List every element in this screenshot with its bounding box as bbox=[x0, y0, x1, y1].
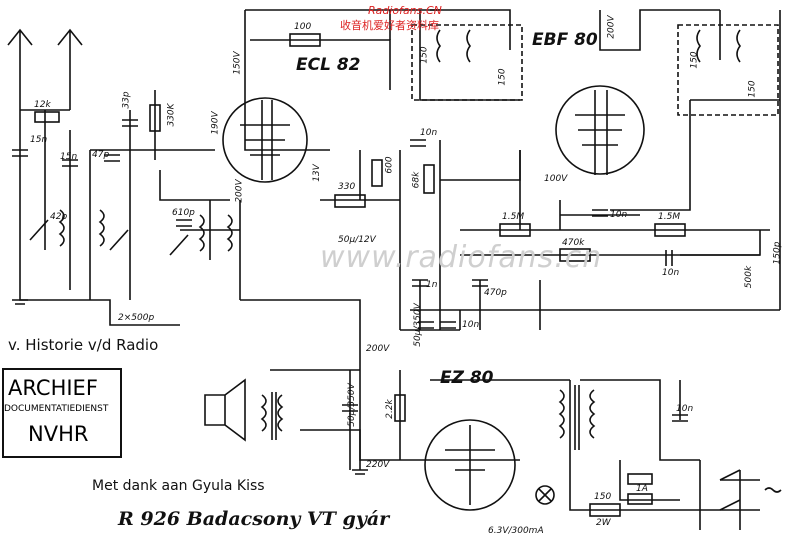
c15n-a-label: 15n bbox=[30, 135, 48, 145]
watermark-site-name: Radiofans.CN bbox=[368, 4, 442, 17]
archive-stamp: ARCHIEF DOCUMENTATIEDIENST NVHR bbox=[2, 368, 122, 458]
capacitors bbox=[12, 119, 688, 422]
tuning-coils bbox=[29, 29, 741, 256]
power-section bbox=[535, 469, 782, 511]
r150-watt-label: 2W bbox=[596, 518, 611, 528]
r600-label: 600 bbox=[384, 156, 395, 174]
tube-ecl82 bbox=[222, 97, 308, 183]
c610p-label: 610p bbox=[172, 208, 195, 218]
r470k-label: 470k bbox=[562, 238, 585, 248]
pilot-lamp-rating: 6.3V/300mA bbox=[488, 526, 544, 536]
voltage-200v-a: 200V bbox=[234, 179, 245, 203]
voltage-100v: 100V bbox=[544, 174, 568, 184]
voltage-150v: 150V bbox=[232, 51, 243, 75]
c10n-d-label: 10n bbox=[462, 320, 480, 330]
c10n-a-label: 10n bbox=[420, 128, 438, 138]
c47p-label: 47p bbox=[92, 150, 110, 160]
c50u12-label: 50µ/12V bbox=[338, 235, 376, 245]
antenna-symbols bbox=[7, 28, 83, 111]
fuse-label: 1A bbox=[636, 484, 648, 494]
ground-symbols bbox=[12, 299, 368, 475]
c50u350b-label: 50µ/350V bbox=[412, 303, 423, 347]
thanks-note: Met dank aan Gyula Kiss bbox=[92, 478, 265, 494]
voltage-220v: 220V bbox=[366, 460, 390, 470]
tube-ebf80 bbox=[555, 85, 645, 175]
c470p-label: 470p bbox=[484, 288, 507, 298]
if-transformer-shields bbox=[411, 24, 779, 116]
c150-c-label: 150 bbox=[689, 51, 700, 69]
p500k-label: 500k bbox=[744, 265, 755, 289]
r100-label: 100 bbox=[294, 22, 312, 32]
tube-ez80 bbox=[424, 419, 516, 511]
c42p-label: 42p bbox=[50, 212, 68, 222]
speaker-and-output-transformer bbox=[204, 378, 284, 442]
resistors bbox=[34, 33, 686, 517]
voltage-200v-c: 200V bbox=[366, 344, 390, 354]
r150-label: 150 bbox=[594, 492, 612, 502]
mains-transformer bbox=[558, 385, 596, 450]
c50u350a-label: 50µ/350V bbox=[346, 383, 357, 427]
r330k-label: 330K bbox=[166, 103, 177, 127]
voltage-13v: 13V bbox=[311, 164, 322, 182]
stamp-line-3: NVHR bbox=[28, 422, 89, 446]
r68k-label: 68k bbox=[411, 171, 422, 189]
r22k-label: 2.2k bbox=[384, 399, 395, 419]
c150-b-label: 150 bbox=[497, 68, 508, 86]
c1n-label: 1n bbox=[426, 280, 438, 290]
r15m-a-label: 1.5M bbox=[502, 212, 525, 222]
watermark-site-subtitle: 收音机爱好者资料库 bbox=[340, 19, 439, 32]
r15m-b-label: 1.5M bbox=[658, 212, 681, 222]
r12k-label: 12k bbox=[34, 100, 51, 110]
stamp-line-1: ARCHIEF bbox=[8, 376, 98, 400]
c150p-label: 150p bbox=[772, 241, 783, 265]
c33p-label: 33p bbox=[121, 91, 132, 109]
c15n-b-label: 15n bbox=[60, 152, 78, 162]
ez80-label: EZ 80 bbox=[440, 368, 494, 388]
c150-a-label: 150 bbox=[419, 46, 430, 64]
ebf80-label: EBF 80 bbox=[532, 30, 598, 50]
c10n-b-label: 10n bbox=[610, 210, 628, 220]
stamp-line-2: DOCUMENTATIEDIENST bbox=[4, 404, 109, 414]
c150-d-label: 150 bbox=[747, 80, 758, 98]
watermark-url: www.radiofans.cn bbox=[320, 240, 603, 275]
voltage-200v-b: 200V bbox=[606, 15, 617, 39]
c2x500p-label: 2×500p bbox=[118, 313, 155, 323]
voltage-190v: 190V bbox=[210, 111, 221, 135]
r330-label: 330 bbox=[338, 182, 356, 192]
c10n-e-label: 10n bbox=[676, 404, 694, 414]
history-note: v. Historie v/d Radio bbox=[8, 336, 159, 354]
ecl82-label: ECL 82 bbox=[296, 55, 361, 75]
model-title: R 926 Badacsony VT gyár bbox=[118, 508, 390, 530]
c10n-c-label: 10n bbox=[662, 268, 680, 278]
